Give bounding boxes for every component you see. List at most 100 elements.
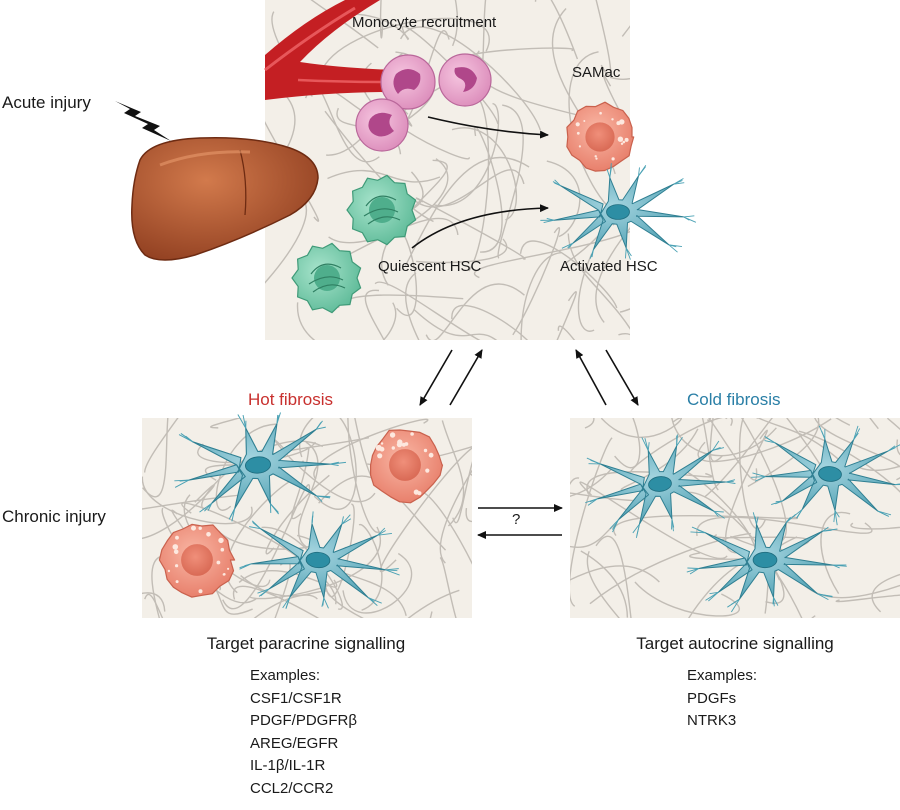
fiber: [451, 304, 528, 340]
chronic-injury-label: Chronic injury: [2, 507, 106, 526]
fiber: [703, 418, 773, 498]
fiber: [238, 570, 338, 588]
fiber: [313, 418, 429, 480]
fiber: [380, 159, 448, 286]
fiber: [586, 551, 620, 618]
fiber: [546, 160, 581, 238]
fiber: [798, 430, 900, 493]
list-item: AREG/EGFR: [250, 734, 339, 752]
fiber: [401, 25, 499, 125]
autocrine-heading: Target autocrine signalling: [636, 634, 834, 653]
samac-cell: [370, 429, 444, 504]
fiber: [589, 532, 751, 605]
monocyte: [438, 53, 492, 107]
fiber: [557, 325, 576, 340]
arrow-monocyte-to-samac: [427, 116, 549, 139]
fiber: [142, 494, 243, 510]
fiber: [439, 556, 457, 618]
fiber: [618, 332, 630, 336]
activated-hsc-label: Activated HSC: [560, 258, 658, 275]
fiber: [364, 289, 385, 340]
fiber: [740, 418, 787, 542]
samac-label: SAMac: [572, 64, 621, 81]
list-item: PDGF/PDGFRβ: [250, 712, 357, 729]
hot-fibrosis-title: Hot fibrosis: [248, 390, 334, 409]
arrow-cold-to-acute: [575, 349, 607, 406]
lightning-bolt-icon: [115, 101, 171, 141]
arrow-acute-to-cold: [605, 349, 639, 406]
fiber: [465, 507, 472, 523]
fiber: [379, 0, 384, 39]
fiber: [142, 592, 166, 612]
fiber: [567, 233, 630, 330]
fiber: [708, 418, 758, 481]
fiber: [595, 0, 612, 77]
fiber: [143, 418, 179, 473]
fiber: [534, 0, 579, 60]
fiber: [347, 418, 381, 533]
activated-hsc: [686, 512, 847, 613]
fiber: [142, 418, 169, 498]
fiber: [232, 585, 320, 618]
fiber: [240, 575, 326, 597]
fiber: [409, 169, 525, 208]
activated-hsc: [585, 434, 736, 538]
fiber: [379, 447, 472, 573]
fiber: [441, 420, 465, 527]
fiber: [858, 465, 900, 471]
fiber: [210, 418, 242, 429]
fiber: [756, 418, 846, 466]
list-item: CCL2/CCR2: [250, 779, 334, 797]
fiber: [811, 615, 816, 618]
fiber: [407, 589, 460, 618]
paracrine-heading: Target paracrine signalling: [206, 634, 406, 653]
activated-hsc: [540, 163, 697, 260]
list-item: IL-1β/IL-1R: [250, 757, 326, 774]
fiber: [820, 511, 851, 595]
list-item: CSF1/CSF1R: [250, 689, 342, 707]
fiber: [497, 104, 524, 259]
samac-cell: [158, 523, 236, 598]
blood-vessel: [264, 0, 395, 100]
fiber: [579, 481, 728, 559]
fiber: [613, 514, 798, 536]
fiber: [358, 524, 383, 611]
fiber: [374, 281, 481, 340]
fiber: [265, 192, 308, 284]
fiber: [474, 230, 630, 279]
examples-label: Examples:: [250, 667, 321, 684]
monocyte-recruitment-label: Monocyte recruitment: [352, 14, 497, 31]
quiescent-hsc: [346, 174, 417, 246]
liver-icon: [131, 136, 319, 261]
fiber: [404, 156, 530, 267]
fiber: [709, 418, 723, 462]
fiber: [697, 418, 832, 463]
fiber: [249, 526, 381, 600]
monocyte: [380, 54, 436, 110]
fiber: [319, 17, 490, 74]
fiber: [520, 251, 562, 340]
fiber: [415, 197, 526, 260]
fiber: [696, 516, 873, 537]
fiber: [570, 477, 580, 486]
fiber: [614, 418, 641, 469]
autocrine-examples: Examples: PDGFs NTRK3: [687, 665, 757, 733]
fiber: [814, 418, 900, 481]
fiber: [215, 423, 277, 511]
fiber: [342, 552, 413, 614]
fiber: [835, 594, 900, 603]
fiber: [313, 418, 357, 510]
fiber: [451, 0, 458, 47]
fiber: [556, 291, 577, 340]
fiber: [452, 461, 472, 524]
fiber: [595, 535, 632, 618]
arrow-quiescent-to-activated: [411, 204, 549, 249]
fiber: [413, 309, 498, 340]
fiber: [577, 253, 595, 332]
fiber: [584, 418, 595, 429]
list-item: PDGFs: [687, 689, 737, 707]
fiber: [181, 502, 337, 605]
arrow-acute-to-hot: [419, 349, 453, 406]
fiber: [253, 594, 318, 618]
